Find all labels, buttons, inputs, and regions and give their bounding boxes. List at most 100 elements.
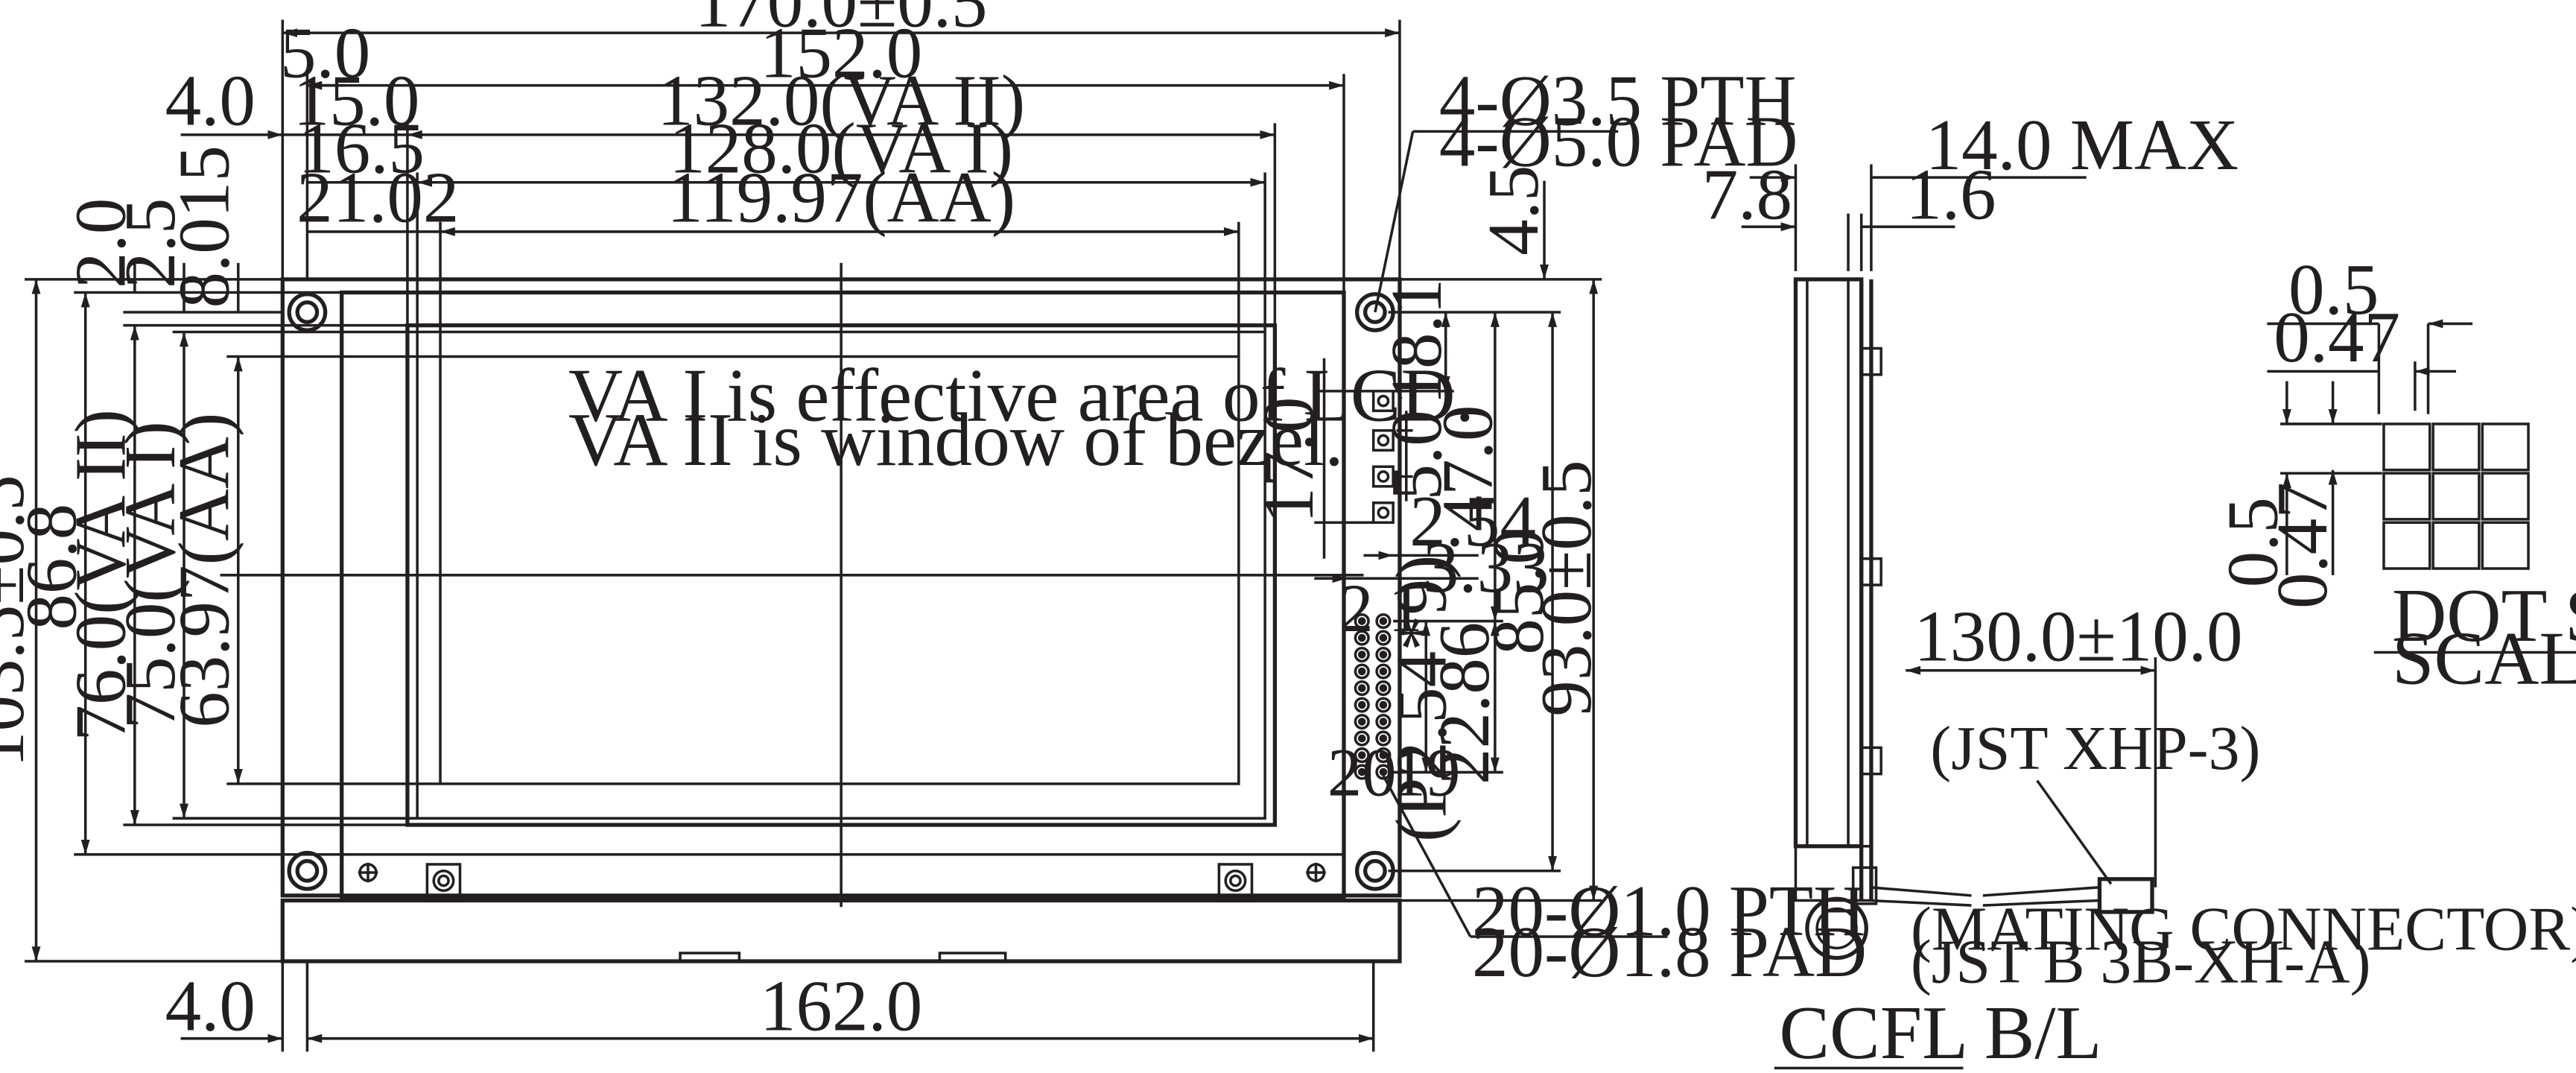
dim-overall-width: 170.0±0.5 bbox=[695, 0, 988, 42]
dim-edge-to-hole: 5.0 bbox=[280, 13, 370, 93]
mating-connector-part: (JST B 3B-XH-A) bbox=[1911, 928, 2371, 997]
side-caption: CCFL B/L bbox=[1779, 991, 2101, 1073]
frame-outline bbox=[280, 898, 1402, 963]
dim-d1: 2.0 bbox=[61, 198, 141, 288]
pin-label-2: 2 bbox=[1339, 570, 1373, 647]
dim-d333: 3.33 bbox=[1423, 528, 1549, 607]
dim-d254: 2.54 bbox=[1409, 481, 1536, 561]
dim-d2286: 22.86 bbox=[1424, 622, 1504, 785]
dot-detail: 0.5 0.47 0.5 0.47 DOT SIZE SCALE 10/1 bbox=[2213, 250, 2576, 700]
dim-pin-pad: 20-Ø1.8 PAD bbox=[1472, 912, 1867, 992]
connector-pin bbox=[1354, 680, 1370, 697]
lcd-dot bbox=[2382, 521, 2431, 570]
lcd-dot bbox=[2382, 422, 2431, 472]
connector-pin bbox=[1375, 697, 1392, 713]
connector-pin bbox=[1354, 764, 1370, 780]
dim-active-area: 119.97(AA) bbox=[667, 158, 1015, 238]
connector-pin-hole bbox=[1379, 667, 1388, 676]
connector-pin-hole bbox=[1357, 684, 1366, 692]
dot-pitch-v: 0.5 bbox=[2213, 497, 2293, 587]
dim-va1-height: 75.0(VA I) bbox=[110, 421, 190, 729]
connector-pin bbox=[1354, 697, 1370, 713]
dim-view-area: 128.0(VA I) bbox=[669, 109, 1013, 189]
connector-pin-hole bbox=[1357, 751, 1366, 759]
connector-pin-hole bbox=[1379, 633, 1388, 642]
connector-pin bbox=[1375, 613, 1392, 630]
mating-connector-title: (MATING CONNECTOR) bbox=[1911, 895, 2576, 964]
connector-pin bbox=[1375, 646, 1392, 663]
connector-pin bbox=[1354, 613, 1370, 630]
dim-d3: 8.015 bbox=[165, 145, 244, 308]
connector-pins bbox=[1354, 613, 1392, 780]
dim-edge-to-aa: 21.02 bbox=[296, 158, 459, 238]
dim-d18: 18.1 bbox=[1377, 279, 1456, 405]
connector-pin-hole bbox=[1357, 718, 1366, 726]
dim-thickness: 14.0 MAX bbox=[1926, 105, 2239, 185]
connector-pin-hole bbox=[1357, 617, 1366, 625]
dim-edge-to-va: 16.5 bbox=[298, 109, 425, 189]
dim-bottom-offset: 4.0 bbox=[165, 966, 256, 1046]
dim-bottom-width: 162.0 bbox=[760, 966, 922, 1046]
mount-hole-bl bbox=[287, 850, 328, 891]
connector-pin-hole bbox=[1379, 617, 1388, 625]
lcd-dot bbox=[2431, 521, 2481, 570]
connector-pin bbox=[1375, 730, 1392, 747]
dot-pitch-h: 0.5 bbox=[2288, 250, 2379, 329]
dot-size-h: 0.47 bbox=[2274, 297, 2400, 377]
connector-pin-hole bbox=[1357, 734, 1366, 743]
pin-label-19: 19 bbox=[1392, 734, 1461, 811]
lcd-dot bbox=[2431, 422, 2481, 472]
connector-pin-hole bbox=[1379, 684, 1388, 692]
connector-pin bbox=[1375, 747, 1392, 764]
dim-pitch: (P2.54*9) bbox=[1382, 555, 1462, 842]
dim-overall-height: 103.5±0.5 bbox=[0, 475, 39, 767]
dim-bezel-window: 132.0(VA II) bbox=[657, 61, 1025, 141]
dot-scale: SCALE 10/1 bbox=[2392, 616, 2576, 700]
connector-pin-hole bbox=[1357, 633, 1366, 642]
lcd-dot bbox=[2481, 422, 2530, 472]
dim-height-86: 86.8 bbox=[11, 504, 91, 630]
dim-hole-pad: 4-Ø5.0 PAD bbox=[1439, 102, 1798, 182]
connector-pin bbox=[1375, 713, 1392, 730]
lcd-dot bbox=[2481, 472, 2530, 521]
mount-hole-br bbox=[1354, 850, 1395, 891]
connector-pin-hole bbox=[1357, 767, 1366, 776]
dim-aa-height: 63.97(AA) bbox=[165, 413, 244, 728]
lcd-dot bbox=[2481, 521, 2530, 570]
bezel-outline bbox=[340, 290, 1346, 899]
connector-pin-hole bbox=[1379, 767, 1388, 776]
connector-pin-hole bbox=[1379, 734, 1388, 743]
connector-pin bbox=[1354, 630, 1370, 646]
dim-d16: 1.6 bbox=[1906, 154, 1996, 234]
ccfl-tube bbox=[1805, 896, 1868, 960]
dim-d2: 2.5 bbox=[110, 198, 190, 288]
lcd-dot bbox=[2382, 472, 2431, 521]
connector-pin-hole bbox=[1379, 651, 1388, 659]
connector-pin bbox=[1354, 730, 1370, 747]
front-view: VA I is effective area of LCD. VA II is … bbox=[0, 0, 1867, 1052]
connector-label: (JST XHP-3) bbox=[1930, 714, 2260, 783]
connector-pin-hole bbox=[1357, 700, 1366, 709]
dim-hole-pth: 4-Ø3.5 PTH bbox=[1439, 61, 1797, 141]
connector-pin-hole bbox=[1379, 718, 1388, 726]
connector-pin-hole bbox=[1379, 700, 1388, 709]
active-area bbox=[439, 355, 1240, 785]
connector-pin bbox=[1354, 663, 1370, 680]
dim-mount-pitch: 152.0 bbox=[760, 13, 922, 93]
side-view: 14.0 MAX 7.8 1.6 130.0±10.0 (JST XHP-3) … bbox=[1702, 105, 2576, 1073]
connector-pin bbox=[1375, 680, 1392, 697]
connector-pin bbox=[1375, 663, 1392, 680]
dim-d93: 93.0±0.5 bbox=[1526, 460, 1606, 716]
connector-pin bbox=[1375, 764, 1392, 780]
dim-d78: 7.8 bbox=[1702, 154, 1792, 234]
dim-left-offset: 4.0 bbox=[165, 61, 256, 141]
connector-pin bbox=[1354, 747, 1370, 764]
dot-size-v: 0.47 bbox=[2262, 482, 2342, 609]
dim-d47: 47.0 bbox=[1427, 405, 1507, 532]
connector-pin bbox=[1354, 646, 1370, 663]
connector-pin bbox=[1375, 630, 1392, 646]
dim-d17: 17.0 bbox=[1249, 397, 1328, 524]
pin-label-1: 1 bbox=[1389, 570, 1423, 647]
dim-d85: 85.0 bbox=[1479, 528, 1558, 655]
connector-pin bbox=[1354, 713, 1370, 730]
